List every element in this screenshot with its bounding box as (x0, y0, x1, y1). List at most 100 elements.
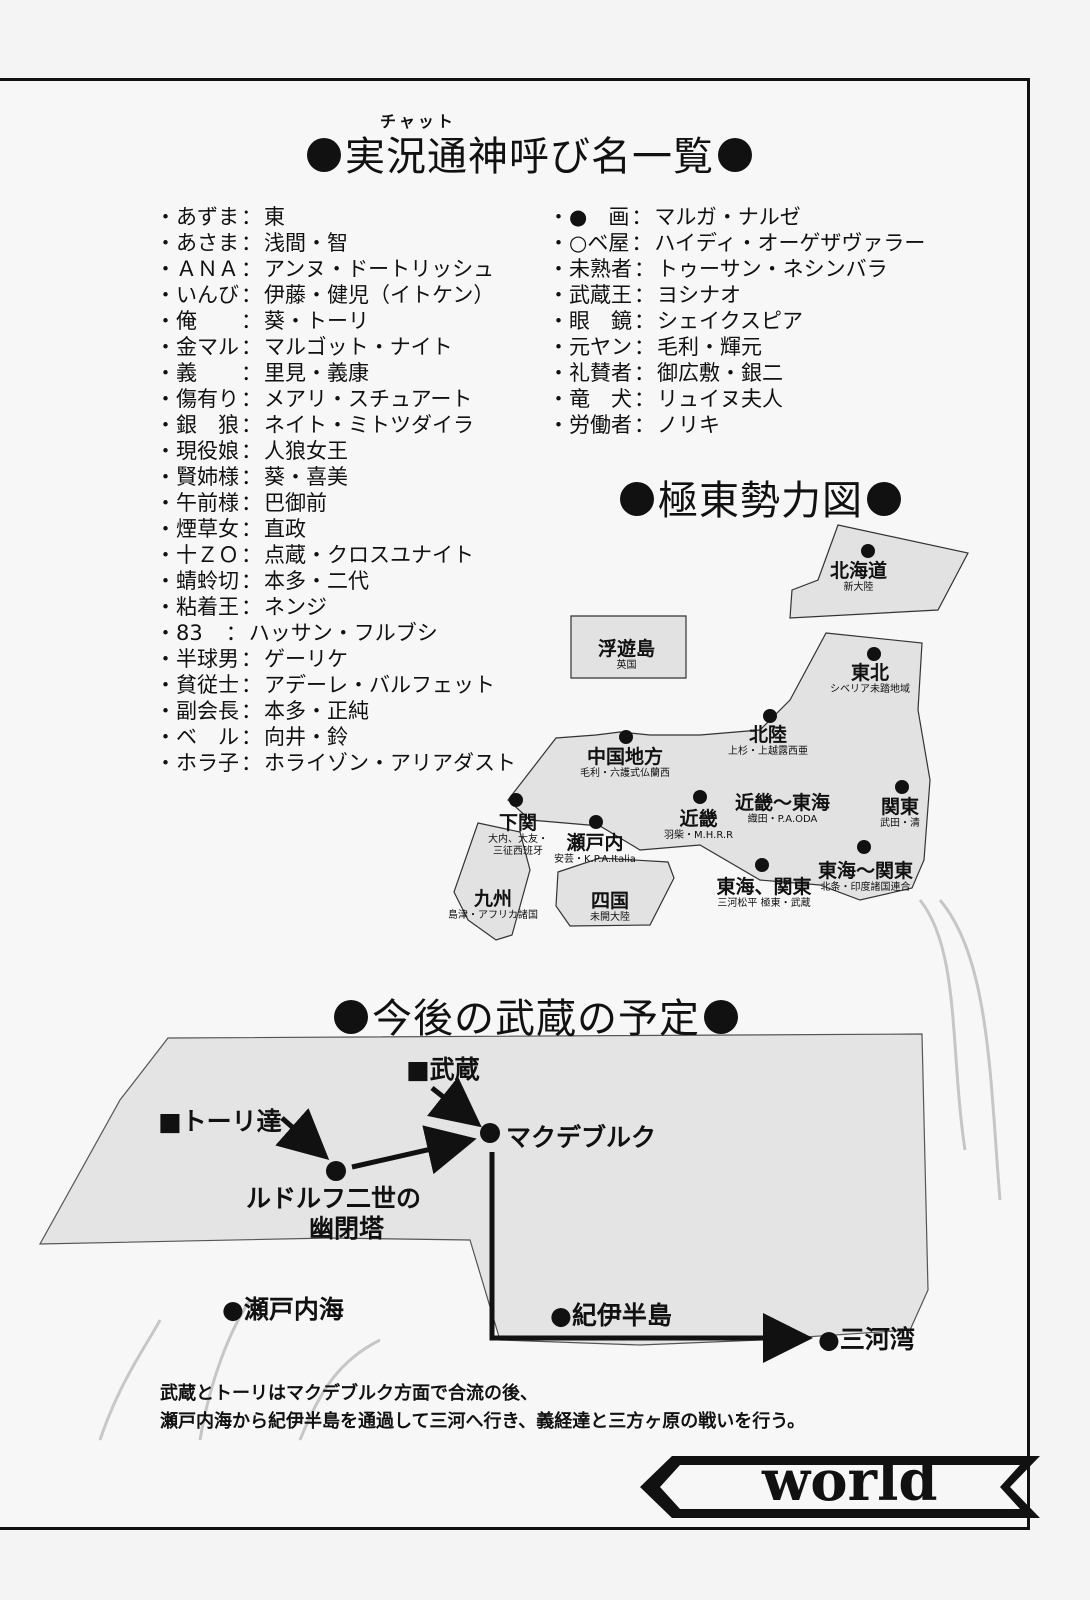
nickname-row: ・銀 狼：ネイト・ミトツダイラ (155, 412, 516, 438)
separator: ： (241, 751, 262, 775)
nickname-row: ・賢姉様：葵・喜美 (155, 464, 516, 490)
bullet-icon: ・ (155, 569, 176, 593)
bullet-icon: ・ (155, 751, 176, 775)
bullet-icon: ・ (155, 309, 176, 333)
label-kii-peninsula: ●紀伊半島 (550, 1301, 672, 1330)
map-dot (857, 840, 871, 854)
nickname-key: 俺 (176, 309, 239, 333)
bullet-icon: ・ (155, 335, 176, 359)
nickname-key: 金マル (176, 335, 239, 359)
bullet-icon: ・ (155, 283, 176, 307)
nickname-row: ・貧従士：アデーレ・バルフェット (155, 672, 516, 698)
separator: ： (241, 699, 262, 723)
nickname-key: 傷有り (176, 387, 239, 411)
nickname-key: 現役娘 (176, 439, 239, 463)
nickname-list-left: ・あずま：東・あさま：浅間・智・ＡＮＡ：アンヌ・ドートリッシュ・いんび：伊藤・健… (155, 204, 516, 776)
bullet-icon: ・ (155, 647, 176, 671)
separator: ： (241, 725, 262, 749)
region-tokai-kanto: 東海〜関東北条・印度諸国連合 (818, 860, 914, 893)
bullet-icon: ・ (548, 231, 569, 255)
nickname-row: ・○ベ屋：ハイディ・オーゲザヴァラー (548, 230, 925, 256)
nickname-row: ・あずま：東 (155, 204, 516, 230)
nickname-key: 労働者 (569, 413, 632, 437)
separator: ： (634, 387, 655, 411)
nickname-key: 貧従士 (176, 673, 239, 697)
label-tori: ■トーリ達 (158, 1107, 282, 1136)
nickname-key: 83 (176, 621, 224, 645)
separator: ： (241, 309, 262, 333)
separator: ： (634, 413, 655, 437)
separator: ： (634, 361, 655, 385)
nickname-key: 竜 犬 (569, 387, 632, 411)
bullet-icon: ・ (548, 309, 569, 333)
separator: ： (241, 465, 262, 489)
nickname-row: ・いんび：伊藤・健児（イトケン） (155, 282, 516, 308)
bullet-icon: ・ (155, 257, 176, 281)
nickname-value: 葵・喜美 (264, 465, 348, 489)
bullet-icon (704, 1000, 738, 1034)
schedule-area-shape (38, 1033, 929, 1346)
nickname-key: ベ ル (176, 725, 239, 749)
route-to-mikawa (489, 1152, 813, 1363)
separator: ： (241, 517, 262, 541)
label-musashi: ■武蔵 (406, 1055, 480, 1084)
nickname-key: あずま (176, 205, 239, 229)
nickname-row: ・武蔵王：ヨシナオ (548, 282, 925, 308)
map-dot (895, 780, 909, 794)
separator: ： (241, 361, 262, 385)
nickname-row: ・金マル：マルゴット・ナイト (155, 334, 516, 360)
nickname-value: ネンジ (264, 595, 327, 619)
nickname-value: 葵・トーリ (264, 309, 369, 333)
nickname-value: メアリ・スチュアート (264, 387, 473, 411)
nickname-row: ・半球男：ゲーリケ (155, 646, 516, 672)
nickname-value: 人狼女王 (264, 439, 348, 463)
nickname-row: ・● 画：マルガ・ナルゼ (548, 204, 925, 230)
separator: ： (241, 569, 262, 593)
nickname-row: ・傷有り：メアリ・スチュアート (155, 386, 516, 412)
separator: ： (631, 205, 653, 229)
nickname-value: 点蔵・クロスユナイト (264, 543, 474, 567)
nickname-row: ・ベ ル：向井・鈴 (155, 724, 516, 750)
bullet-icon (867, 482, 901, 516)
nickname-value: ハッサン・フルブシ (248, 621, 438, 645)
bullet-icon: ・ (548, 387, 569, 411)
region-setouchi: 瀬戸内安芸・K.P.A.Italia (554, 832, 636, 865)
nickname-value: アデーレ・バルフェット (264, 673, 495, 697)
separator: ： (241, 231, 262, 255)
separator: ： (241, 335, 262, 359)
nickname-key: 煙草女 (176, 517, 239, 541)
arrow-tori (275, 1108, 330, 1160)
nickname-key: 午前様 (176, 491, 239, 515)
nickname-row: ・粘着王：ネンジ (155, 594, 516, 620)
region-shikoku: 四国未開大陸 (590, 890, 630, 923)
bullet-icon: ・ (548, 335, 569, 359)
nickname-value: マルガ・ナルゼ (654, 205, 801, 229)
nickname-value: 本多・正純 (264, 699, 369, 723)
nickname-key: 礼賛者 (569, 361, 632, 385)
nickname-value: ノリキ (657, 413, 720, 437)
nickname-value: ネイト・ミトツダイラ (264, 413, 474, 437)
region-chugoku: 中国地方毛利・六護式仏蘭西 (580, 746, 670, 779)
nickname-row: ・副会長：本多・正純 (155, 698, 516, 724)
bullet-icon: ・ (155, 413, 176, 437)
nickname-key: 眼 鏡 (569, 309, 632, 333)
bullet-icon: ・ (155, 361, 176, 385)
nickname-row: ・元ヤン：毛利・輝元 (548, 334, 925, 360)
bullet-icon: ・ (548, 257, 569, 281)
nickname-row: ・未熟者：トゥーサン・ネシンバラ (548, 256, 925, 282)
map-dot (867, 647, 881, 661)
nickname-row: ・83 ：ハッサン・フルブシ (155, 620, 516, 646)
bullet-icon (718, 138, 752, 172)
separator: ： (241, 595, 262, 619)
nickname-row: ・あさま：浅間・智 (155, 230, 516, 256)
nickname-value: リュイヌ夫人 (657, 387, 783, 411)
nickname-key: 元ヤン (569, 335, 632, 359)
schedule-note: 武蔵とトーリはマクデブルク方面で合流の後、瀬戸内海から紀伊半島を通過して三河へ行… (160, 1383, 806, 1432)
bullet-icon: ・ (548, 205, 569, 229)
map-dot (755, 858, 769, 872)
map-dot (693, 790, 707, 804)
nickname-value: 巴御前 (264, 491, 327, 515)
nickname-value: 浅間・智 (264, 231, 348, 255)
bullet-icon (334, 1000, 368, 1034)
nickname-key: 義 (176, 361, 239, 385)
